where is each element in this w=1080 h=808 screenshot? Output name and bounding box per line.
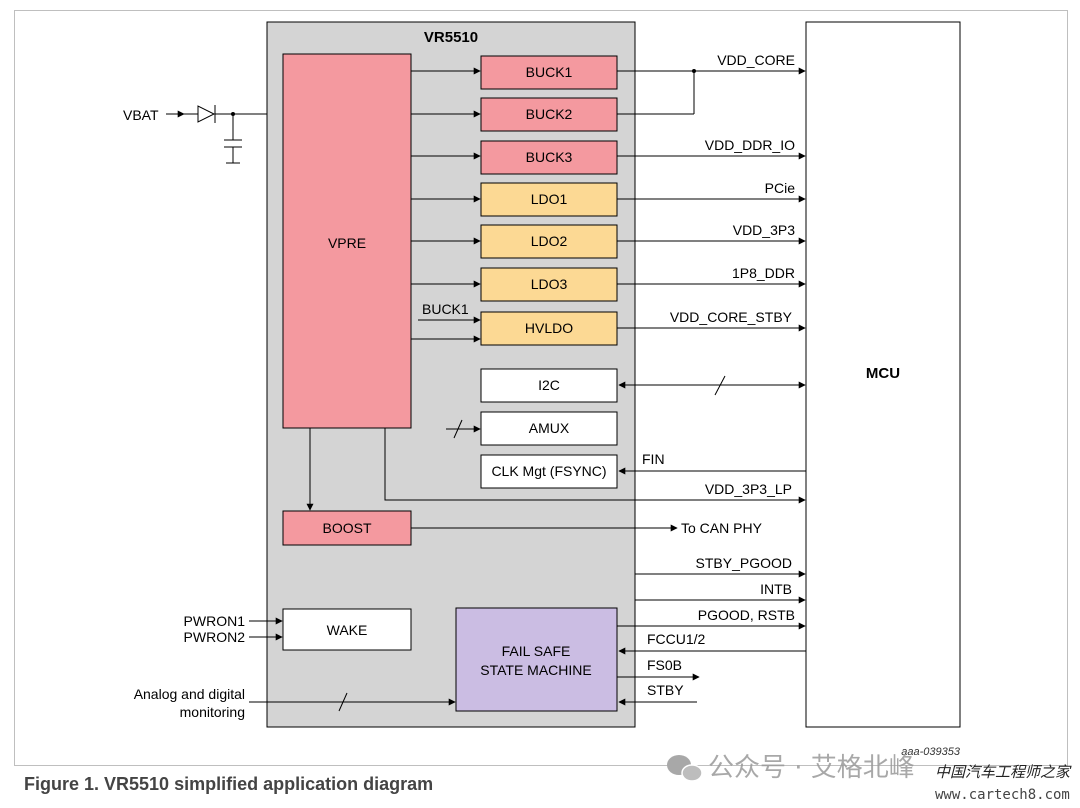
ldo1-label: LDO1 [531, 191, 568, 207]
diode-icon [197, 105, 216, 123]
hvldo-label: HVLDO [525, 320, 573, 336]
vdd-3p3-label: VDD_3P3 [733, 222, 795, 238]
boost-label: BOOST [322, 520, 371, 536]
intb-label: INTB [760, 581, 792, 597]
clk-mgt-label: CLK Mgt (FSYNC) [491, 463, 606, 479]
watermark-site-url: www.cartech8.com [935, 787, 1070, 803]
fin-label: FIN [642, 451, 665, 467]
failsafe-label-line1: FAIL SAFE [502, 643, 571, 659]
vdd-core-label: VDD_CORE [717, 52, 795, 68]
pwron2-label: PWRON2 [184, 629, 246, 645]
doc-reference: aaa-039353 [901, 746, 961, 758]
ldo1-block [480, 182, 618, 217]
ldo2-label: LDO2 [531, 233, 568, 249]
stby-pgood-label: STBY_PGOOD [696, 555, 792, 571]
hvldo-buck1-input-label: BUCK1 [422, 301, 469, 317]
wake-block [282, 608, 412, 651]
pwron1-label: PWRON1 [184, 613, 246, 629]
vdd-core-stby-label: VDD_CORE_STBY [670, 309, 793, 325]
vpre-label: VPRE [328, 235, 366, 251]
i2c-block [480, 368, 618, 403]
buck1-label: BUCK1 [526, 64, 573, 80]
buck3-block [480, 140, 618, 175]
buck3-label: BUCK3 [526, 149, 573, 165]
1p8-ddr-label: 1P8_DDR [732, 265, 795, 281]
vpre-block [282, 53, 412, 429]
to-can-phy-label: To CAN PHY [681, 520, 763, 536]
chip-title: VR5510 [424, 29, 478, 46]
failsafe-block [455, 607, 618, 712]
amux-block [480, 411, 618, 446]
hvldo-block [480, 311, 618, 346]
buck1-block [480, 55, 618, 90]
figure-frame [14, 10, 1068, 766]
mcu-block [805, 21, 961, 728]
capacitor-icon [224, 114, 242, 164]
vbat-label: VBAT [123, 107, 159, 123]
ldo3-block [480, 267, 618, 302]
vdd-3p3-lp-label: VDD_3P3_LP [705, 481, 792, 497]
fccu-label: FCCU1/2 [647, 631, 706, 647]
pgood-rstb-label: PGOOD, RSTB [698, 607, 795, 623]
stby-label: STBY [647, 682, 684, 698]
analog-monitoring-label-line1: Analog and digital [134, 686, 245, 702]
pcie-label: PCie [765, 180, 796, 196]
wake-label: WAKE [327, 622, 368, 638]
clk-mgt-block [480, 454, 618, 489]
figure-caption: Figure 1. VR5510 simplified application … [24, 774, 433, 794]
buck2-block [480, 97, 618, 132]
amux-label: AMUX [529, 420, 570, 436]
mcu-label: MCU [866, 365, 900, 382]
ldo3-label: LDO3 [531, 276, 568, 292]
watermark-site-cn: 中国汽车工程师之家 [935, 763, 1072, 781]
buck2-label: BUCK2 [526, 106, 573, 122]
failsafe-label-line2: STATE MACHINE [480, 662, 592, 678]
wechat-icon [667, 755, 703, 782]
vdd-ddr-io-label: VDD_DDR_IO [705, 137, 795, 153]
watermark-text: 公众号 · 艾格北峰 [708, 753, 915, 783]
analog-monitoring-label-line2: monitoring [180, 704, 245, 720]
i2c-label: I2C [538, 377, 560, 393]
fs0b-label: FS0B [647, 657, 682, 673]
